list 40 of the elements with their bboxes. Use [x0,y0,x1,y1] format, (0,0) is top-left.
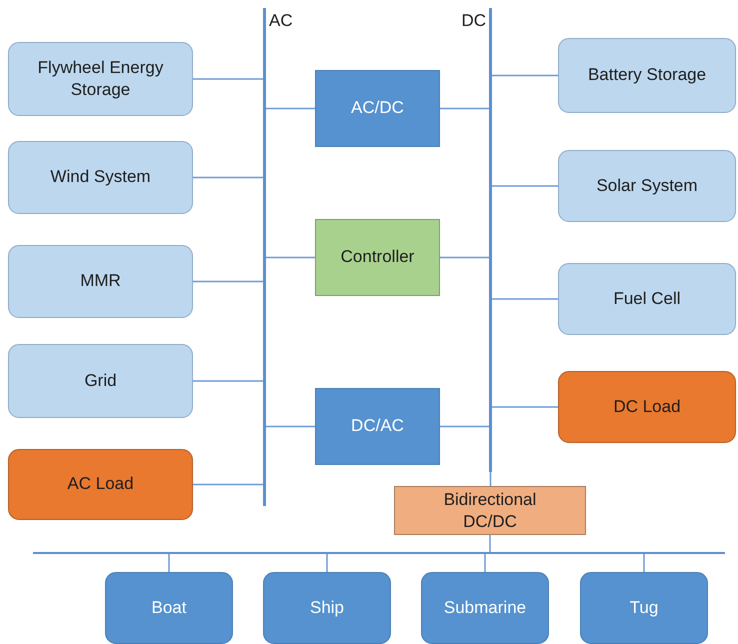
component-box: MMR [8,245,193,318]
connector-line [643,554,645,572]
vessel-box: Ship [263,572,391,644]
connector-line [492,298,558,300]
connector-line [492,185,558,187]
connector-line [168,554,170,572]
connector-line [193,484,263,486]
connector-line [440,426,489,428]
connector-line [326,554,328,572]
converter-box: AC/DC [315,70,440,147]
component-box: Wind System [8,141,193,214]
component-box: Solar System [558,150,736,222]
vessel-box: Boat [105,572,233,644]
converter-box: Bidirectional DC/DC [394,486,586,535]
connector-line [492,406,558,408]
bus-label: DC [461,10,486,32]
connector-line [193,176,263,178]
component-box: Battery Storage [558,38,736,113]
component-box: Flywheel Energy Storage [8,42,193,116]
controller-box: Controller [315,219,440,296]
connector-line [490,472,492,486]
converter-box: DC/AC [315,388,440,465]
connector-line [266,108,315,110]
vessel-box: Submarine [421,572,549,644]
connector-line [193,380,263,382]
connector-line [440,108,489,110]
connector-line [193,280,263,282]
connector-line [484,554,486,572]
component-box: Grid [8,344,193,418]
connector-line [266,426,315,428]
connector-line [440,256,489,258]
load-box: AC Load [8,449,193,520]
load-box: DC Load [558,371,736,443]
vessel-box: Tug [580,572,708,644]
connector-line [489,535,491,552]
component-box: Fuel Cell [558,263,736,335]
connector-line [193,78,263,80]
connector-line [492,74,558,76]
connector-line [266,256,315,258]
bus-label: AC [269,10,293,32]
